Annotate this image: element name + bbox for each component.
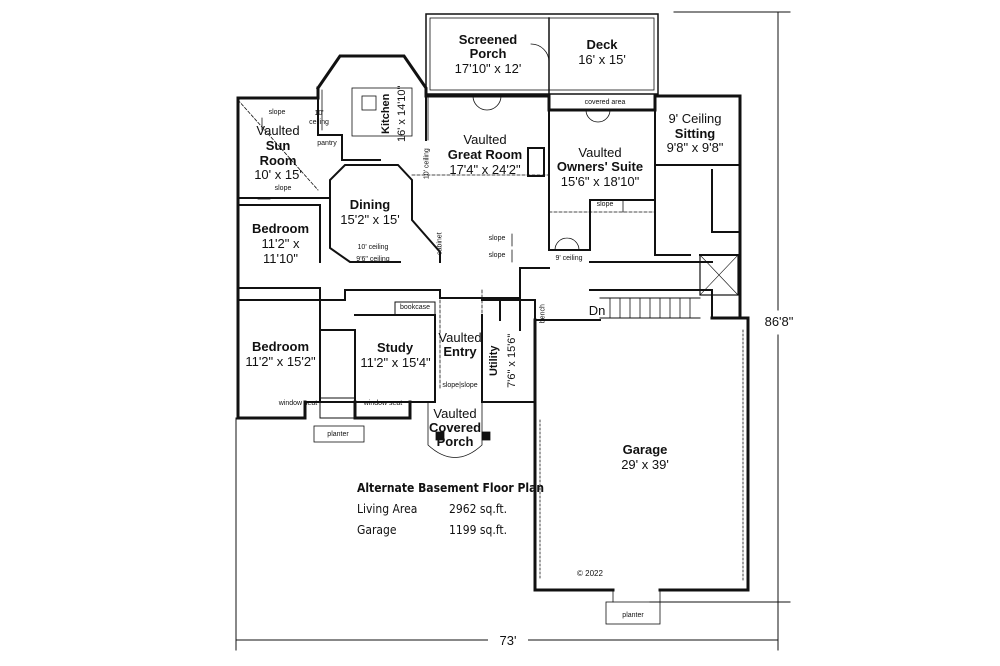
overall-depth: 86'8" xyxy=(756,315,802,329)
entry-slope-note: slope|slope xyxy=(442,382,478,389)
bedroom-upper-label: Bedroom xyxy=(251,221,310,236)
study-dims: 11'2" x 15'4" xyxy=(360,355,431,370)
deck-dims: 16' x 15' xyxy=(578,52,626,67)
copyright-note: © 2022 xyxy=(577,569,603,578)
bedroom-lower-dims: 11'2" x 15'2" xyxy=(245,354,316,369)
dining-ceiling-note-2: 9'6" ceiling xyxy=(356,256,390,263)
great-room-label-1: Vaulted xyxy=(463,132,507,147)
summary-row: Garage 1199 sq.ft. xyxy=(357,523,544,544)
kitchen-dims: 16' x 14'10" xyxy=(396,85,409,142)
great-room-slope-1: slope xyxy=(488,235,506,242)
summary-value-living: 2962 sq.ft. xyxy=(449,502,508,516)
screened-porch-label: Screened xyxy=(458,32,518,47)
utility-dims: 7'6" x 15'6" xyxy=(506,333,519,388)
sunroom-slope-note-2: slope xyxy=(274,185,292,192)
bedroom-lower-label: Bedroom xyxy=(251,339,310,354)
sunroom-label-3: Room xyxy=(259,153,297,168)
planter-garage: planter xyxy=(622,612,644,619)
detail-lines xyxy=(237,87,744,625)
screened-porch-label-2: Porch xyxy=(469,46,507,61)
kitchen-label: Kitchen xyxy=(380,93,393,134)
garage-label: Garage xyxy=(622,442,668,457)
bookcase-label: bookcase xyxy=(400,304,430,311)
summary-value-garage: 1199 sq.ft. xyxy=(449,523,508,537)
window-seat-right: window seat xyxy=(363,400,403,407)
area-summary: Alternate Basement Floor Plan Living Are… xyxy=(357,481,544,544)
great-room-dims: 17'4" x 24'2" xyxy=(449,162,521,177)
planter-left: planter xyxy=(327,431,349,438)
sunroom-dims: 10' x 15' xyxy=(254,167,302,182)
owners-ceiling-note: 9' ceiling xyxy=(555,255,583,262)
sunroom-slope-note: slope xyxy=(268,109,286,116)
great-room-slope-2: slope xyxy=(488,252,506,259)
owners-slope-note: slope xyxy=(596,201,614,208)
sunroom-label-1: Vaulted xyxy=(256,123,300,138)
deck-label: Deck xyxy=(586,37,618,52)
cabinet-label: cabinet xyxy=(436,232,444,255)
entry-label-1: Vaulted xyxy=(438,330,482,345)
dining-ceiling-note: 10' ceiling xyxy=(357,244,389,251)
covered-porch-label-2: Covered xyxy=(428,420,482,435)
owners-suite-label-2: Owners' Suite xyxy=(556,159,644,174)
window-seat-left: window seat xyxy=(278,400,318,407)
great-room-label-2: Great Room xyxy=(447,147,523,162)
summary-row: Living Area 2962 sq.ft. xyxy=(357,502,544,523)
slope-arrows xyxy=(257,117,624,263)
stairs-down-label: Dn xyxy=(588,303,606,318)
dining-label: Dining xyxy=(349,197,391,212)
kitchen-ceiling-note-1: 10' xyxy=(314,110,324,117)
pantry-label: pantry xyxy=(317,140,337,147)
garage-dims: 29' x 39' xyxy=(621,457,669,472)
bench-label: bench xyxy=(539,304,547,324)
screened-porch-dims: 17'10" x 12' xyxy=(454,61,522,76)
bedroom-upper-dims-1: 11'2" x xyxy=(261,236,300,251)
covered-porch-label-3: Porch xyxy=(436,434,474,449)
summary-title: Alternate Basement Floor Plan xyxy=(357,481,545,495)
overall-width: 73' xyxy=(488,634,528,648)
dining-dims: 15'2" x 15' xyxy=(340,212,400,227)
study-label: Study xyxy=(376,340,414,355)
sitting-label-2: Sitting xyxy=(674,126,716,141)
kitchen-ceiling-note-2: ceiling xyxy=(309,119,329,126)
sitting-label-1: 9' Ceiling xyxy=(668,111,722,126)
entry-label-2: Entry xyxy=(443,344,477,359)
summary-label-living: Living Area xyxy=(357,502,418,516)
sitting-dims: 9'8" x 9'8" xyxy=(666,140,724,155)
utility-label: Utility xyxy=(488,345,501,377)
summary-label-garage: Garage xyxy=(357,523,397,537)
interior-walls xyxy=(237,87,741,419)
covered-area-note: covered area xyxy=(584,99,626,106)
sunroom-label-2: Sun xyxy=(265,138,291,153)
covered-porch-label-1: Vaulted xyxy=(433,406,477,421)
bedroom-upper-dims-2: 11'10" xyxy=(262,251,299,266)
owners-suite-dims: 15'6" x 18'10" xyxy=(560,174,640,189)
owners-suite-label-1: Vaulted xyxy=(578,145,622,160)
